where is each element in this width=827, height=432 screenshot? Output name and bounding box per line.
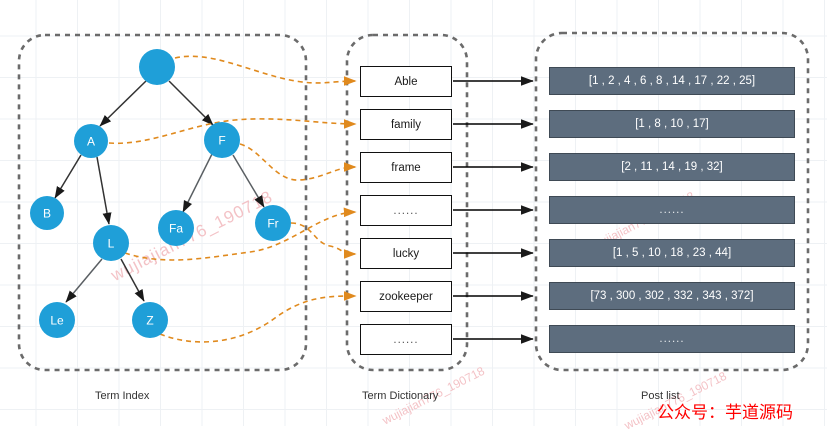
post-box[interactable]: [73 , 300 , 302 , 332 , 343 , 372] [549, 282, 795, 310]
term-label: frame [391, 161, 421, 174]
post-label: [73 , 300 , 302 , 332 , 343 , 372] [590, 290, 754, 302]
tree-node-B[interactable] [30, 196, 64, 230]
tree-node-label: Z [146, 314, 153, 328]
container-post-list [534, 31, 810, 372]
post-label: [2 , 11 , 14 , 19 , 32] [621, 161, 723, 173]
tree-node-label: L [108, 237, 115, 251]
connector-Z-to-zookeeper [159, 291, 357, 343]
edge-L-Z [120, 258, 145, 302]
post-label: ...... [659, 333, 685, 345]
tree-node-root[interactable] [139, 49, 175, 85]
edge-F-Fr [232, 154, 265, 208]
post-box[interactable]: ...... [549, 196, 795, 224]
term-label: ...... [393, 333, 419, 346]
term-label: ...... [393, 204, 419, 217]
edge-root-A [99, 80, 147, 127]
post-label: [1 , 2 , 4 , 6 , 8 , 14 , 17 , 22 , 25] [588, 75, 756, 87]
term-label: family [390, 118, 422, 131]
post-box[interactable]: [2 , 11 , 14 , 19 , 32] [549, 153, 795, 181]
term-label: lucky [392, 247, 420, 260]
edge-root-F [168, 80, 214, 126]
term-box[interactable]: lucky [360, 238, 452, 269]
term-box[interactable]: family [360, 109, 452, 140]
index-to-dictionary-connectors [108, 55, 357, 343]
edge-A-L [96, 156, 112, 225]
connector-L-to-ellipsis [124, 207, 357, 261]
tree-node-Fa[interactable] [158, 210, 194, 246]
edge-L-Le [65, 258, 103, 303]
term-index-caption: Term Index [95, 390, 150, 402]
post-box[interactable]: [1 , 8 , 10 , 17] [549, 110, 795, 138]
post-box[interactable]: [1 , 2 , 4 , 6 , 8 , 14 , 17 , 22 , 25] [549, 67, 795, 95]
red-watermark: 公众号：芋道源码 [657, 403, 793, 423]
post-label: [1 , 8 , 10 , 17] [635, 118, 709, 130]
tree-edges [54, 80, 265, 303]
tree-node-label: Fr [267, 217, 278, 231]
tree-node-Fr[interactable] [255, 205, 291, 241]
connector-A-to-family [108, 118, 357, 145]
tree-node-L[interactable] [93, 225, 129, 261]
tree-node-Le[interactable] [39, 302, 75, 338]
dictionary-to-postlist-connectors [453, 76, 534, 344]
term-label: zookeeper [379, 290, 433, 303]
term-box[interactable]: frame [360, 152, 452, 183]
tree-node-A[interactable] [74, 124, 108, 158]
post-box[interactable]: ...... [549, 325, 795, 353]
connector-root-to-Able [174, 55, 357, 86]
edge-A-B [54, 154, 82, 199]
term-box[interactable]: Able [360, 66, 452, 97]
post-label: [1 , 5 , 10 , 18 , 23 , 44] [612, 247, 732, 259]
tree-node-label: B [43, 207, 51, 221]
post-label: ...... [659, 204, 685, 216]
tree-node-label: F [218, 134, 225, 148]
term-dictionary-caption: Term Dictionary [362, 390, 439, 402]
term-box[interactable]: zookeeper [360, 281, 452, 312]
term-box[interactable]: ...... [360, 195, 452, 226]
term-label: Able [394, 75, 418, 88]
tree-node-label: Le [50, 314, 64, 328]
tree-node-F[interactable] [204, 122, 240, 158]
connector-F-to-frame [239, 143, 357, 181]
edge-F-Fa [182, 153, 213, 213]
term-box[interactable]: ...... [360, 324, 452, 355]
post-box[interactable]: [1 , 5 , 10 , 18 , 23 , 44] [549, 239, 795, 267]
connector-Fr-to-lucky [290, 222, 357, 259]
tree-node-label: Fa [169, 222, 183, 236]
tree-node-Z[interactable] [132, 302, 168, 338]
container-term-dictionary [345, 33, 469, 372]
post-list-caption: Post list [641, 390, 680, 402]
tree-node-label: A [87, 135, 95, 149]
